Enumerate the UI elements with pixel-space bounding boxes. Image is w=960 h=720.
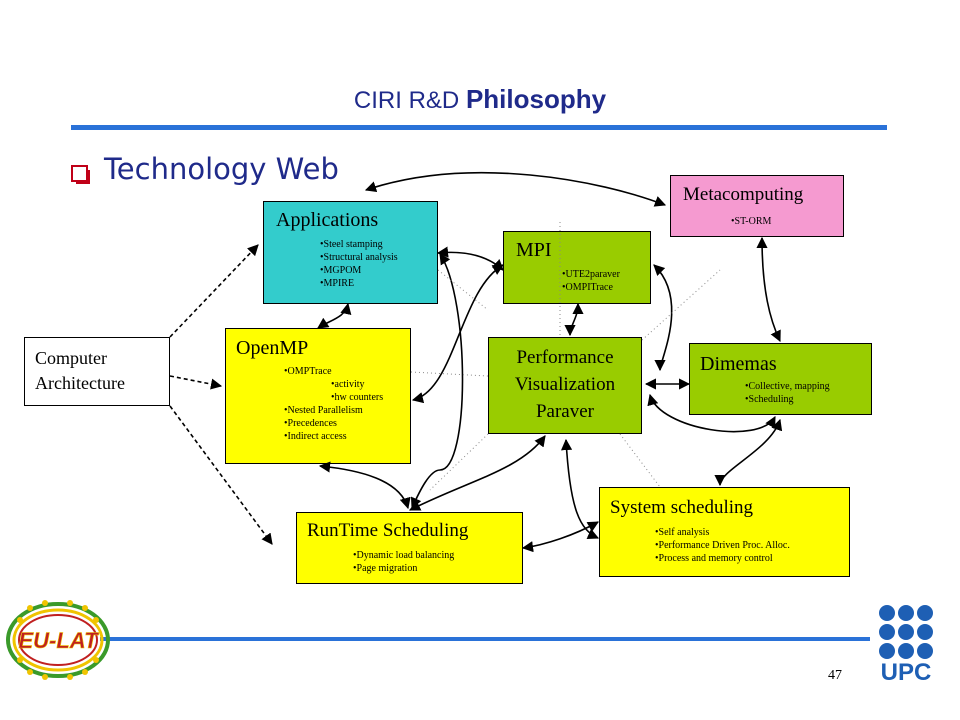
list-item: hw counters (331, 391, 384, 404)
list-item: Self analysis (655, 526, 790, 539)
title-emphasis: Philosophy (465, 84, 607, 114)
node-title: Metacomputing (683, 184, 804, 205)
list-item: OMPTrace (284, 365, 332, 378)
list-item: Page migration (353, 562, 454, 575)
connector-performance-dimemas-loop (647, 393, 776, 433)
node-item-list: UTE2paraver OMPITrace (562, 268, 620, 294)
connector-runtime-system (521, 521, 599, 553)
upc-logo: UPC (879, 605, 933, 686)
page-number: 47 (828, 668, 842, 683)
node-title: Dimemas (700, 353, 777, 375)
eu-lat-logo: EU-LAT (6, 600, 110, 680)
dotted-line (619, 433, 661, 488)
list-item: Performance Driven Proc. Alloc. (655, 539, 790, 552)
node-computer-architecture: Computer Architecture (24, 337, 170, 406)
dotted-line (437, 269, 489, 311)
node-title: Applications (276, 209, 379, 231)
node-system-scheduling: System scheduling Self analysis Performa… (599, 487, 850, 577)
title-line: Architecture (35, 373, 125, 393)
square-bullet-icon (71, 165, 90, 184)
node-item-list-lower: Nested Parallelism Precedences Indirect … (284, 404, 363, 443)
connector-arch-to-applications (169, 244, 259, 338)
list-item: Collective, mapping (745, 380, 830, 393)
node-item-list: OMPTrace (284, 365, 332, 378)
connector-metacomputing-dimemas (756, 236, 781, 343)
eu-lat-logo-text: EU-LAT (18, 628, 99, 653)
list-item: Nested Parallelism (284, 404, 363, 417)
dotted-line (429, 433, 489, 491)
node-performance-visualization: Performance Visualization Paraver (488, 337, 642, 434)
connector-applications-metacomputing (364, 171, 667, 207)
connector-dimemas-system (714, 418, 783, 487)
node-title: Performance Visualization Paraver (489, 344, 641, 425)
node-subitem-list: activity hw counters (331, 378, 384, 404)
node-openmp: OpenMP OMPTrace activity hw counters Nes… (225, 328, 411, 464)
connector-mpi-performance (564, 302, 584, 337)
connector-arch-to-runtime (169, 405, 273, 545)
list-item: ST-ORM (731, 215, 772, 228)
node-title: MPI (516, 239, 552, 261)
connector-mpi-openmp (411, 264, 504, 404)
list-item: MGPOM (320, 264, 398, 277)
node-item-list: Dynamic load balancing Page migration (353, 549, 455, 575)
title-prefix: CIRI R&D (353, 87, 466, 114)
node-item-list: Self analysis Performance Driven Proc. A… (655, 526, 790, 565)
list-item: Precedences (284, 417, 363, 430)
list-item: Dynamic load balancing (353, 549, 455, 562)
node-runtime-scheduling: RunTime Scheduling Dynamic load balancin… (296, 512, 523, 584)
connector-mpi-dimemas (653, 264, 673, 372)
connector-arch-to-openmp (169, 375, 223, 390)
list-item: OMPITrace (562, 281, 620, 294)
title-line: Visualization (514, 374, 616, 395)
list-item: UTE2paraver (562, 268, 620, 281)
dotted-line (410, 371, 489, 377)
node-item-list: Steel stamping Structural analysis MGPOM… (320, 238, 398, 290)
slide-subtitle: Technology Web (104, 152, 339, 186)
title-line: Performance (516, 347, 614, 368)
node-title: System scheduling (610, 497, 754, 518)
list-item: Process and memory control (655, 552, 790, 565)
title-line: Paraver (535, 401, 595, 422)
list-item: MPIRE (320, 277, 398, 290)
connector-applications-openmp (317, 302, 352, 329)
title-line: Computer (35, 348, 107, 368)
node-title: Computer Architecture (35, 346, 125, 396)
connector-openmp-runtime (318, 461, 411, 510)
list-item: Steel stamping (320, 238, 398, 251)
list-item: Indirect access (284, 430, 363, 443)
footer-rule (100, 637, 870, 641)
page-title: CIRI R&D Philosophy (0, 84, 960, 115)
connector-performance-system (560, 438, 600, 540)
connector-performance-runtime (408, 435, 546, 511)
list-item: Structural analysis (320, 251, 398, 264)
node-title: RunTime Scheduling (307, 520, 469, 541)
dotted-line (641, 269, 721, 341)
node-metacomputing: Metacomputing ST-ORM (670, 175, 844, 237)
connector-applications-mpi (436, 246, 504, 271)
upc-logo-text: UPC (881, 659, 932, 686)
header-rule (71, 125, 887, 130)
node-applications: Applications Steel stamping Structural a… (263, 201, 438, 304)
list-item: activity (331, 378, 383, 391)
node-item-list: ST-ORM (731, 215, 772, 228)
node-title: OpenMP (236, 337, 309, 359)
